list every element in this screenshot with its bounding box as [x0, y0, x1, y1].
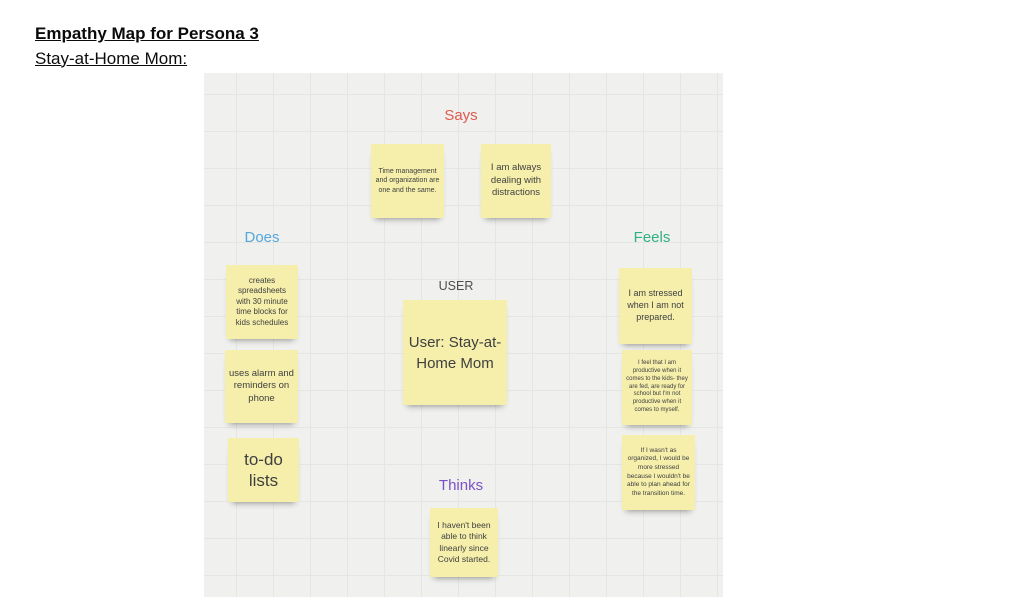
sticky-note-user[interactable]: User: Stay-at-Home Mom [403, 300, 507, 405]
sticky-note-feels-3[interactable]: If I wasn't as organized, I would be mor… [622, 435, 695, 510]
quadrant-label-user[interactable]: USER [438, 279, 474, 293]
sticky-note-does-1[interactable]: creates spreadsheets with 30 minute time… [226, 265, 298, 339]
sticky-note-says-1[interactable]: Time management and organization are one… [371, 144, 444, 218]
sticky-note-feels-2[interactable]: I feel that I am productive when it come… [622, 350, 692, 425]
sticky-note-text: If I wasn't as organized, I would be mor… [627, 446, 690, 497]
sticky-note-thinks-1[interactable]: I haven't been able to think linearly si… [430, 508, 498, 577]
doc-title-line2: Stay-at-Home Mom: [35, 48, 188, 68]
doc-title-line1: Empathy Map for Persona 3 [35, 24, 259, 43]
sticky-note-text: creates spreadsheets with 30 minute time… [235, 275, 289, 327]
sticky-note-text: uses alarm and reminders on phone [229, 367, 294, 404]
sticky-note-does-3[interactable]: to-do lists [228, 438, 299, 502]
whiteboard-canvas[interactable]: Says Does Feels Thinks USER Time managem… [204, 73, 723, 597]
sticky-note-text: I am always dealing with distractions [490, 162, 542, 199]
sticky-note-does-2[interactable]: uses alarm and reminders on phone [225, 350, 298, 423]
sticky-note-says-2[interactable]: I am always dealing with distractions [481, 144, 551, 218]
sticky-note-text: I am stressed when I am not prepared. [627, 288, 684, 322]
sticky-note-text: User: Stay-at-Home Mom [408, 333, 502, 372]
quadrant-label-feels[interactable]: Feels [633, 229, 671, 246]
quadrant-label-does[interactable]: Does [244, 229, 280, 246]
sticky-note-text: Time management and organization are one… [375, 168, 440, 194]
quadrant-label-thinks[interactable]: Thinks [438, 477, 484, 494]
sticky-note-text: I feel that I am productive when it come… [626, 359, 688, 414]
sticky-note-text: I haven't been able to think linearly si… [437, 520, 491, 564]
sticky-note-text: to-do lists [244, 449, 283, 490]
quadrant-label-says[interactable]: Says [444, 107, 478, 124]
doc-title: Empathy Map for Persona 3 Stay-at-Home M… [35, 22, 259, 71]
sticky-note-feels-1[interactable]: I am stressed when I am not prepared. [619, 268, 692, 344]
